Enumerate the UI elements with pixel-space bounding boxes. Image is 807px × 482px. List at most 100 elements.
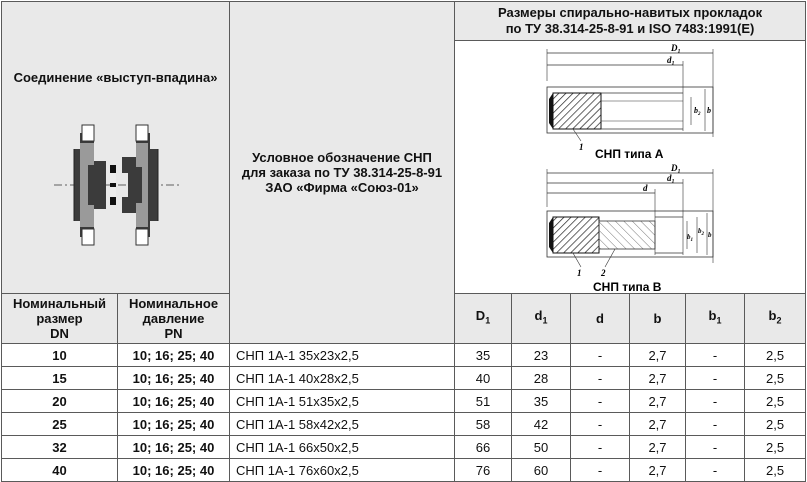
pn-cell: 10; 16; 25; 40 [117,458,230,482]
pn-cell: 10; 16; 25; 40 [117,389,230,413]
b2-cell: 2,5 [743,389,807,413]
dimensions-header-cell: Размеры спирально-навитых прокладок по Т… [453,1,807,294]
type-a-mark-1: 1 [579,142,584,152]
type-a-D1-label: D1 [670,43,681,55]
dimensions-title-line-2: по ТУ 38.314-25-8-91 и ISO 7483:1991(E) [505,21,755,36]
designation-title-line-3: ЗАО «Фирма «Союз-01» [265,180,419,195]
b2-header: b2 [743,293,807,344]
b2-cell: 2,5 [743,343,807,367]
table-row: 32 10; 16; 25; 40 СНП 1А-1 66х50х2,5 66 … [1,435,807,459]
D1-header: D1 [454,293,512,344]
type-a-b-label: b [707,106,711,115]
b-cell: 2,7 [629,389,686,413]
b1-cell: - [685,412,745,436]
pn-cell: 10; 16; 25; 40 [117,412,230,436]
d1-cell: 35 [511,389,571,413]
dn-header-line-2: размер [36,311,83,326]
b1-cell: - [685,366,745,390]
dimensions-title: Размеры спирально-навитых прокладок по Т… [455,2,805,37]
b-cell: 2,7 [629,366,686,390]
pn-header-line-3: PN [164,326,183,341]
pn-cell: 10; 16; 25; 40 [117,343,230,367]
d-cell: - [570,389,630,413]
b2-cell: 2,5 [743,412,807,436]
D1-cell: 40 [454,366,512,390]
d1-cell: 23 [511,343,571,367]
dn-cell: 15 [1,366,118,390]
d1-cell: 28 [511,366,571,390]
type-b-b2-label: b2 [698,227,705,237]
dn-cell: 20 [1,389,118,413]
table-row: 20 10; 16; 25; 40 СНП 1А-1 51х35х2,5 51 … [1,389,807,413]
b2-cell: 2,5 [743,458,807,482]
type-b-d-label: d [643,183,648,193]
dn-cell: 10 [1,343,118,367]
type-b-d1-label: d1 [667,173,675,185]
designation-cell: СНП 1А-1 51х35х2,5 [229,389,455,413]
b2-cell: 2,5 [743,435,807,459]
d1-cell: 42 [511,412,571,436]
type-b-D1-label: D1 [670,163,681,175]
b-cell: 2,7 [629,412,686,436]
dn-cell: 25 [1,412,118,436]
d-header: d [570,293,630,344]
pn-header: Номинальное давление PN [117,293,230,344]
d-cell: - [570,343,630,367]
dn-cell: 40 [1,458,118,482]
dn-header-line-1: Номинальный [12,296,107,311]
d1-cell: 60 [511,458,571,482]
b-header: b [629,293,686,344]
b-cell: 2,7 [629,343,686,367]
table-row: 40 10; 16; 25; 40 СНП 1А-1 76х60х2,5 76 … [1,458,807,482]
d-cell: - [570,435,630,459]
b1-cell: - [685,389,745,413]
type-b-b-label: b [708,231,712,239]
designation-cell: СНП 1А-1 58х42х2,5 [229,412,455,436]
designation-cell: СНП 1А-1 40х28х2,5 [229,366,455,390]
type-b-mark-1: 1 [577,268,582,278]
D1-cell: 58 [454,412,512,436]
dimensions-title-line-1: Размеры спирально-навитых прокладок [497,5,763,20]
dn-header: Номинальный размер DN [1,293,118,344]
gasket-type-b-drawing: D1 d1 d b1 b2 b 1 [546,163,714,293]
b1-cell: - [685,343,745,367]
designation-title-line-2: для заказа по ТУ 38.314-25-8-91 [241,165,443,180]
d-cell: - [570,412,630,436]
dn-header-line-3: DN [50,326,69,341]
table-row: 25 10; 16; 25; 40 СНП 1А-1 58х42х2,5 58 … [1,412,807,436]
flange-connection-drawing [54,124,182,246]
connection-title: Соединение «выступ-впадина» [13,70,218,85]
designation-cell: СНП 1А-1 66х50х2,5 [229,435,455,459]
gasket-type-a-drawing: D1 d1 b2 b [546,43,714,161]
d-cell: - [570,366,630,390]
designation-cell: СНП 1А-1 35х23х2,5 [229,343,455,367]
b1-cell: - [685,435,745,459]
D1-cell: 66 [454,435,512,459]
connection-header-cell: Соединение «выступ-впадина» [1,1,230,294]
pn-header-line-2: давление [142,311,205,326]
type-b-b1-label: b1 [687,233,693,243]
pn-cell: 10; 16; 25; 40 [117,435,230,459]
d1-header: d1 [511,293,571,344]
dn-cell: 32 [1,435,118,459]
designation-cell: СНП 1А-1 76х60х2,5 [229,458,455,482]
b1-header: b1 [685,293,745,344]
table-row: 15 10; 16; 25; 40 СНП 1А-1 40х28х2,5 40 … [1,366,807,390]
b2-cell: 2,5 [743,366,807,390]
type-b-mark-2: 2 [600,268,606,278]
designation-header-cell: Условное обозначение СНП для заказа по Т… [229,1,455,344]
pn-header-line-1: Номинальное [128,296,219,311]
b1-cell: - [685,458,745,482]
type-a-b2-label: b2 [694,106,701,117]
table-row: 10 10; 16; 25; 40 СНП 1А-1 35х23х2,5 35 … [1,343,807,367]
b-cell: 2,7 [629,435,686,459]
D1-cell: 35 [454,343,512,367]
drawings-area: D1 d1 b2 b [455,40,806,293]
D1-cell: 76 [454,458,512,482]
type-a-d1-label: d1 [667,55,675,67]
d1-cell: 50 [511,435,571,459]
b-cell: 2,7 [629,458,686,482]
D1-cell: 51 [454,389,512,413]
type-b-caption: СНП типа В [593,280,662,293]
